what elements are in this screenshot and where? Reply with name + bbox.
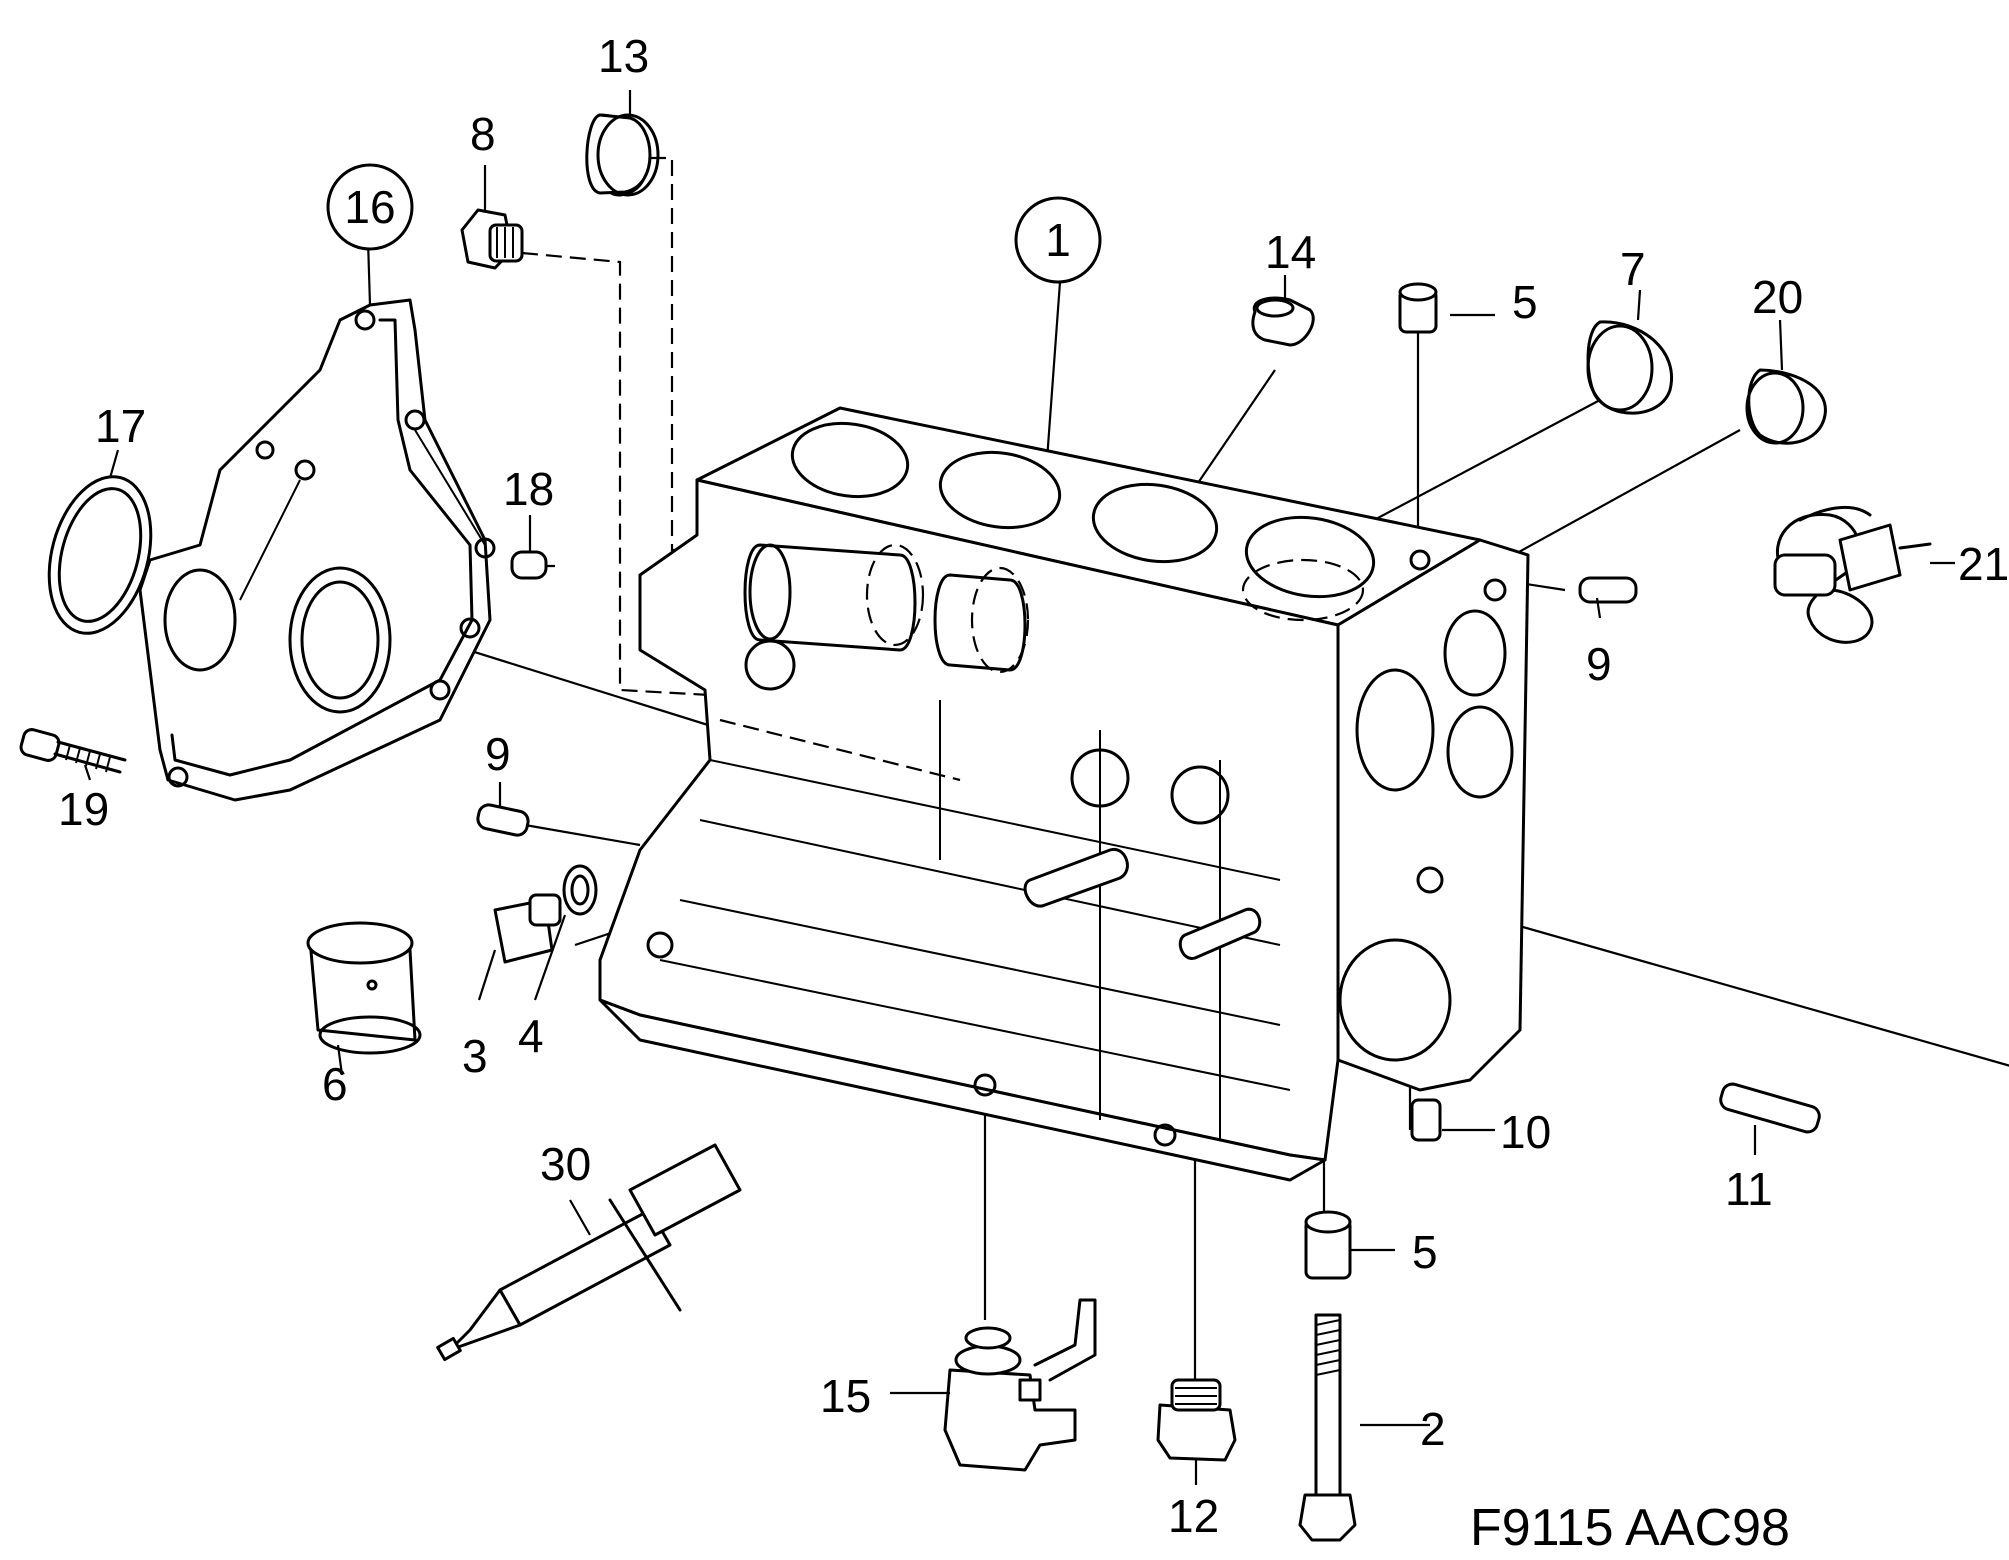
callout-5-lower: 5 [1412, 1226, 1438, 1278]
callout-4: 4 [518, 1010, 544, 1062]
callout-14: 14 [1265, 226, 1316, 278]
sleeve-5-upper [1398, 282, 1438, 334]
callout-3: 3 [462, 1030, 488, 1082]
callout-16: 16 [344, 181, 395, 233]
dowel-sleeve-10 [1410, 1098, 1442, 1142]
dowel-pin-9-left [476, 803, 530, 837]
callout-9-right: 9 [1586, 638, 1612, 690]
sealing-washer-4 [562, 864, 598, 916]
knock-sensor-21 [1773, 505, 1932, 644]
crank-seal-ring-17 [47, 475, 153, 635]
callout-6: 6 [322, 1058, 348, 1110]
callout-20: 20 [1752, 271, 1803, 323]
camshaft-bush-6 [306, 921, 422, 1055]
callout-5-upper: 5 [1512, 276, 1538, 328]
drain-plug-3 [493, 893, 562, 964]
bolt-19 [19, 728, 127, 774]
sealant-syringe-30 [436, 1143, 742, 1362]
callout-18: 18 [503, 463, 554, 515]
callout-19: 19 [58, 783, 109, 835]
callout-7: 7 [1620, 243, 1646, 295]
callout-13: 13 [598, 30, 649, 82]
callout-labels: 1 16 2 3 4 5 5 6 7 8 9 9 10 11 12 13 14 … [58, 30, 2009, 1557]
dowel-18 [510, 550, 548, 580]
engine-block [598, 406, 1530, 1182]
guide-pin-11 [1719, 1082, 1821, 1134]
hex-plug-8 [460, 208, 524, 270]
callout-30: 30 [540, 1138, 591, 1190]
callout-1: 1 [1045, 214, 1071, 266]
callout-10: 10 [1500, 1106, 1551, 1158]
oil-pressure-sender-15 [943, 1298, 1097, 1472]
callout-11: 11 [1725, 1163, 1773, 1215]
dowel-pin-9-right [1578, 576, 1638, 604]
callout-17: 17 [95, 400, 146, 452]
figure-reference-code: F9115 AAC98 [1470, 1499, 1790, 1557]
callout-2: 2 [1420, 1403, 1446, 1455]
core-plug-20 [1745, 368, 1827, 445]
long-bolt-2 [1298, 1313, 1357, 1542]
callout-21: 21 [1958, 538, 2009, 590]
callout-15: 15 [820, 1370, 871, 1422]
callout-9-left: 9 [485, 728, 511, 780]
core-plug-13 [585, 113, 660, 197]
timing-cover-plate [138, 298, 496, 802]
expansion-plug-14 [1251, 296, 1315, 347]
callout-12: 12 [1168, 1490, 1219, 1542]
core-plug-7 [1586, 320, 1673, 415]
sleeve-5-lower [1304, 1210, 1352, 1280]
callout-8: 8 [470, 108, 496, 160]
drain-plug-12 [1156, 1378, 1237, 1462]
callout-leaders [83, 90, 1955, 1485]
